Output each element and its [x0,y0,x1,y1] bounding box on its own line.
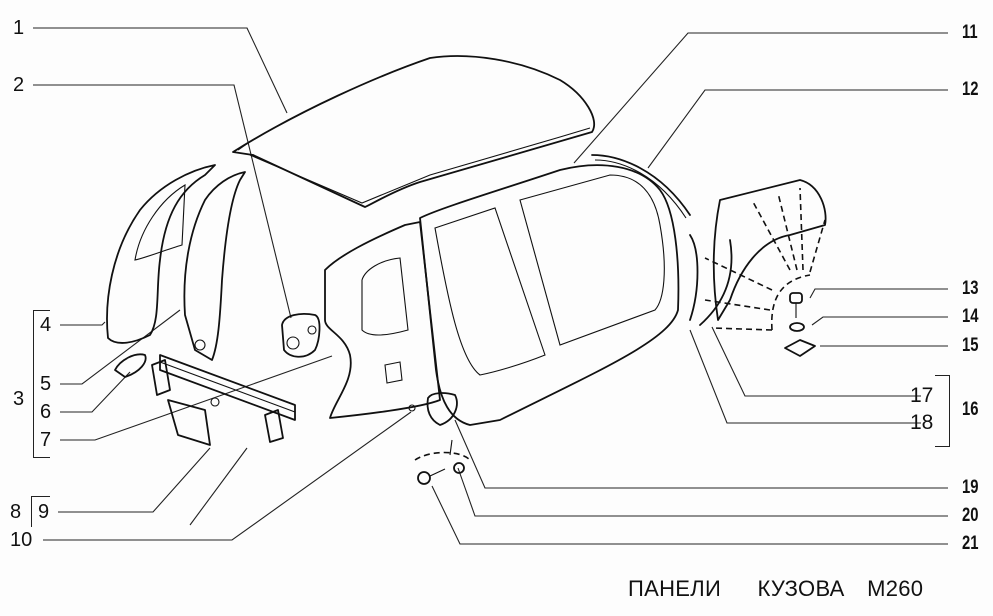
group-3-bracket [33,310,50,458]
title-word-panels: ПАНЕЛИ [628,576,722,601]
callout-12: 12 [962,79,979,100]
callout-2: 2 [13,74,25,96]
diagram-title: ПАНЕЛИ КУЗОВА M260 [628,576,923,602]
callout-18: 18 [910,411,934,434]
callout-11: 11 [962,22,978,43]
wheel-arch-drawing [704,179,827,331]
callout-17: 17 [910,384,934,407]
drip-moulding-drawing [591,154,691,219]
callout-3: 3 [13,388,25,410]
callout-20: 20 [962,505,979,526]
callout-10: 10 [10,529,33,551]
callout-15: 15 [962,335,979,356]
callout-9: 9 [38,501,50,523]
roof-panel-drawing [232,55,595,208]
fuel-housing-drawing [281,312,321,358]
tail-light-drawing [114,353,147,378]
group-16-bracket [935,375,950,447]
callout-7: 7 [40,429,52,451]
callout-8: 8 [10,501,22,523]
rear-pillar-drawing [106,164,246,361]
callout-19: 19 [962,477,979,498]
callout-13: 13 [962,278,979,299]
title-code: M260 [867,576,924,601]
callout-16: 16 [962,399,979,420]
crossmember-drawing [151,354,296,446]
callout-4: 4 [40,314,52,336]
reinforcement-drawing [689,234,733,326]
title-word-body: КУЗОВА [757,576,845,601]
body-side-drawing [419,164,680,426]
callout-1: 1 [13,17,25,39]
callout-14: 14 [962,306,979,327]
callout-5: 5 [40,373,52,395]
rear-quarter-drawing [324,221,441,419]
group-8-bracket [31,496,50,527]
callout-6: 6 [40,401,52,423]
fuel-door-fasteners-drawing [414,439,471,485]
leader-lines [33,27,948,545]
callout-21: 21 [962,533,979,554]
fasteners-drawing [784,292,816,357]
